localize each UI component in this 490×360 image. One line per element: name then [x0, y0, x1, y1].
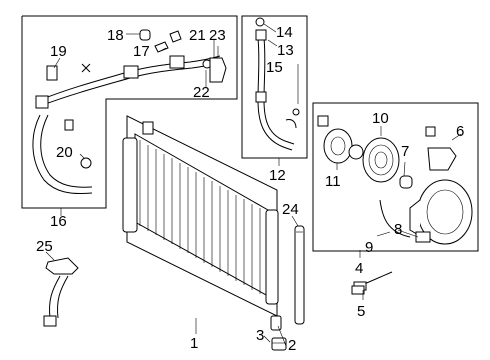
compressor-body [409, 179, 473, 245]
callout-1: 1 [190, 335, 198, 352]
compressor-clutch-plate [323, 128, 353, 164]
discharge-hose [32, 55, 223, 195]
pulley [362, 137, 400, 183]
cap-18 [139, 29, 151, 41]
callouts: 1 2 3 4 5 6 7 8 9 10 11 12 13 14 15 16 1… [36, 24, 464, 354]
callout-8: 8 [394, 221, 402, 238]
callout-3: 3 [256, 327, 264, 344]
callout-12: 12 [269, 167, 286, 184]
pressure-switch [379, 199, 431, 243]
callout-6: 6 [456, 123, 464, 140]
suction-hose [255, 17, 300, 151]
box-group-12 [241, 15, 308, 159]
bolt-17 [154, 41, 169, 53]
bolt-6 [425, 126, 436, 137]
bolt-21 [169, 30, 182, 43]
box-group-16 [21, 15, 238, 209]
callout-15: 15 [266, 59, 283, 76]
field-coil [399, 175, 413, 189]
screw-10 [317, 115, 329, 127]
o-ring-20 [80, 157, 92, 169]
callout-14: 14 [276, 24, 293, 41]
callout-9: 9 [365, 239, 373, 256]
callout-20: 20 [56, 144, 73, 161]
snap-ring [348, 144, 364, 160]
receiver-drier [294, 225, 305, 325]
callout-23: 23 [209, 27, 226, 44]
callout-24: 24 [282, 201, 299, 218]
condenser [122, 115, 279, 317]
callout-17: 17 [133, 43, 150, 60]
callout-19: 19 [50, 43, 67, 60]
callout-16: 16 [50, 213, 67, 230]
desiccant [270, 315, 282, 331]
valve-23 [209, 57, 227, 83]
callout-7: 7 [401, 143, 409, 160]
callout-2: 2 [288, 337, 296, 354]
callout-18: 18 [107, 27, 124, 44]
leader-lines [45, 23, 462, 347]
bolt-5 [351, 285, 365, 295]
callout-21: 21 [189, 27, 206, 44]
hose-bracket [46, 63, 91, 81]
callout-5: 5 [357, 303, 365, 320]
drier-plug [271, 337, 287, 351]
compressor-bracket [427, 147, 457, 171]
hose-bracket-25 [43, 257, 79, 327]
callout-10: 10 [372, 110, 389, 127]
callout-22: 22 [193, 84, 210, 101]
box-group-4 [312, 102, 479, 252]
callout-4: 4 [355, 260, 363, 277]
callout-13: 13 [277, 42, 294, 59]
callout-11: 11 [325, 173, 341, 190]
callout-25: 25 [36, 238, 53, 255]
